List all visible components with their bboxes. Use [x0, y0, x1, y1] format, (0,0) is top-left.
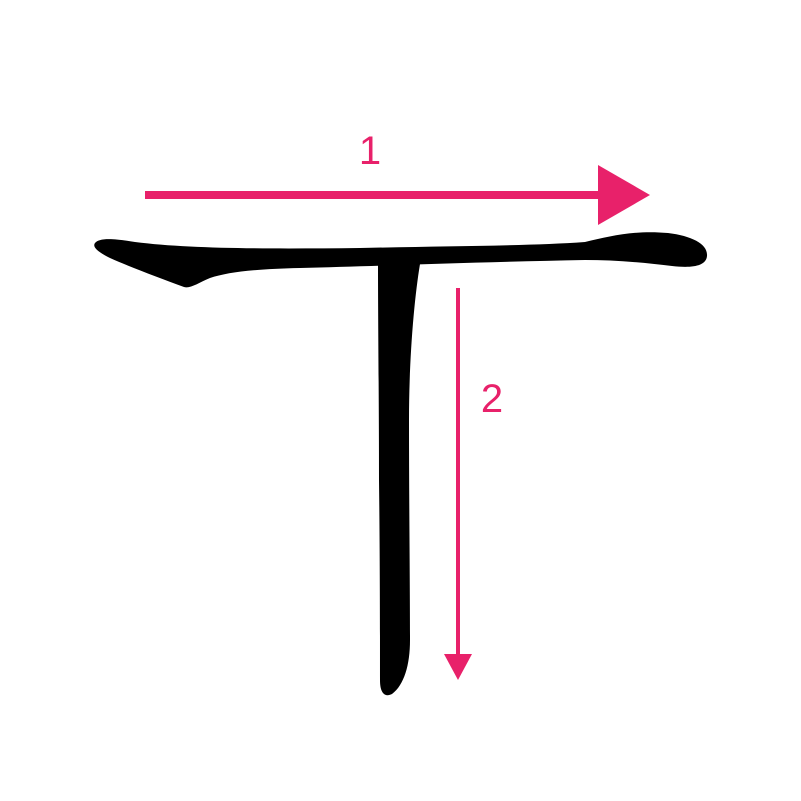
stroke-2-number: 2 [481, 377, 503, 421]
stroke-1-arrow [145, 165, 650, 225]
stroke-1-number: 1 [359, 129, 381, 173]
stroke-2-arrow [444, 288, 472, 680]
vertical-stroke [378, 260, 420, 696]
horizontal-stroke [94, 232, 708, 288]
